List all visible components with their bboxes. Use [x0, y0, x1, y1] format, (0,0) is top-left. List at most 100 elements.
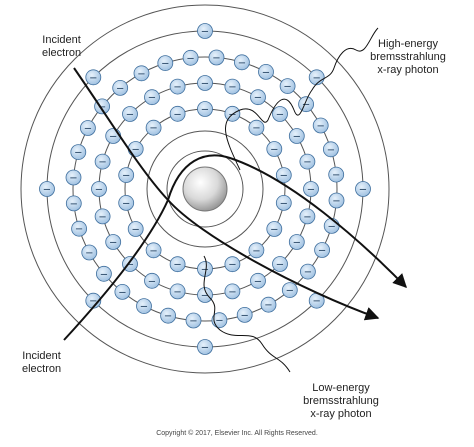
- electron-symbol: −: [85, 248, 93, 259]
- electron-symbol: −: [148, 276, 156, 287]
- electron: −: [127, 141, 144, 157]
- shell-2: [146, 130, 264, 248]
- electron: −: [275, 194, 292, 211]
- electron: −: [144, 89, 160, 106]
- electron-symbol: −: [327, 145, 335, 156]
- electron-symbol: −: [307, 185, 315, 196]
- electron: −: [266, 221, 283, 237]
- electron-symbol: −: [293, 238, 301, 249]
- electron: −: [197, 75, 213, 91]
- electron-symbol: −: [122, 198, 130, 209]
- electron: −: [298, 96, 315, 113]
- electron: −: [185, 312, 202, 329]
- electron-symbol: −: [270, 225, 278, 236]
- electron-symbol: −: [109, 132, 117, 143]
- electron-symbol: −: [173, 109, 181, 120]
- electron-symbol: −: [74, 148, 82, 159]
- electron-symbol: −: [201, 265, 209, 276]
- electron: −: [328, 166, 345, 183]
- electron-symbol: −: [89, 296, 97, 307]
- electron-symbol: −: [280, 198, 288, 209]
- electron: −: [323, 217, 340, 234]
- electron-symbol: −: [270, 145, 278, 156]
- electron: −: [197, 287, 213, 303]
- electron: −: [303, 181, 319, 197]
- electron-symbol: −: [118, 287, 126, 298]
- electron: −: [169, 105, 186, 122]
- electron: −: [160, 307, 177, 324]
- electron: −: [145, 119, 162, 136]
- electron: −: [288, 128, 305, 144]
- electron-symbol: −: [317, 121, 325, 132]
- label-high-energy-photon: High-energy bremsstrahlung x-ray photon: [370, 38, 446, 76]
- electron-symbol: −: [215, 316, 223, 327]
- electron-symbol: −: [318, 246, 326, 257]
- electron-symbol: −: [313, 296, 321, 307]
- electron: −: [250, 272, 266, 289]
- electron: −: [248, 242, 265, 259]
- electrons: −−−−−−−−−−−−−−−−−−−−−−−−−−−−−−−−−−−−−−−−…: [39, 23, 371, 355]
- electron-symbol: −: [359, 185, 367, 196]
- electron-symbol: −: [238, 58, 246, 69]
- electron-symbol: −: [328, 221, 336, 232]
- electron: −: [105, 234, 122, 250]
- electron-symbol: −: [75, 224, 83, 235]
- electron: −: [122, 106, 138, 122]
- electron: −: [197, 101, 213, 117]
- electron-symbol: −: [70, 199, 78, 210]
- label-incident-electron-top: Incident electron: [42, 34, 82, 59]
- electron: −: [236, 306, 253, 323]
- electron-symbol: −: [148, 93, 156, 104]
- electron: −: [275, 167, 292, 184]
- electron-symbol: −: [303, 212, 311, 223]
- electron-symbol: −: [149, 246, 157, 257]
- electron: −: [127, 221, 144, 237]
- copyright-notice: Copyright © 2017, Elsevier Inc. All Righ…: [156, 430, 318, 437]
- electron-symbol: −: [95, 185, 103, 196]
- electron-symbol: −: [122, 171, 130, 182]
- electron: −: [133, 65, 150, 82]
- electron-symbol: −: [280, 171, 288, 182]
- electron-symbol: −: [140, 302, 148, 313]
- electron: −: [288, 234, 305, 250]
- electron: −: [208, 49, 225, 66]
- electron-symbol: −: [132, 225, 140, 236]
- electron-symbol: −: [89, 73, 97, 84]
- electron: −: [94, 153, 111, 170]
- electron: −: [144, 272, 160, 289]
- electron: −: [299, 153, 316, 170]
- electron: −: [182, 49, 199, 66]
- electron: −: [248, 119, 265, 136]
- electron-symbol: −: [201, 291, 209, 302]
- electron-symbol: −: [126, 110, 134, 121]
- electron-symbol: −: [304, 267, 312, 278]
- electron: −: [114, 283, 131, 300]
- electron: −: [118, 167, 135, 184]
- electron: −: [91, 181, 107, 197]
- electron-symbol: −: [149, 123, 157, 134]
- electron: −: [279, 78, 296, 94]
- electron: −: [281, 282, 298, 299]
- electron: −: [314, 242, 331, 258]
- electron-symbol: −: [262, 67, 270, 78]
- electron-symbol: −: [252, 123, 260, 134]
- electron: −: [250, 89, 266, 106]
- electron-symbol: −: [116, 83, 124, 94]
- electron: −: [197, 339, 213, 355]
- electron-symbol: −: [332, 196, 340, 207]
- electron: −: [197, 23, 213, 39]
- electron: −: [224, 78, 241, 95]
- label-incident-electron-bottom: Incident electron: [22, 350, 62, 375]
- electron-symbol: −: [201, 27, 209, 38]
- electron: −: [65, 195, 82, 212]
- electron: −: [157, 55, 174, 71]
- electron-symbol: −: [201, 79, 209, 90]
- electron-symbol: −: [98, 102, 106, 113]
- electron-symbol: −: [137, 69, 145, 80]
- electron-symbol: −: [228, 287, 236, 298]
- shell-7: [20, 4, 390, 374]
- electron-symbol: −: [241, 310, 249, 321]
- electron: −: [105, 128, 122, 144]
- electron-symbol: −: [189, 316, 197, 327]
- electron: −: [299, 208, 316, 225]
